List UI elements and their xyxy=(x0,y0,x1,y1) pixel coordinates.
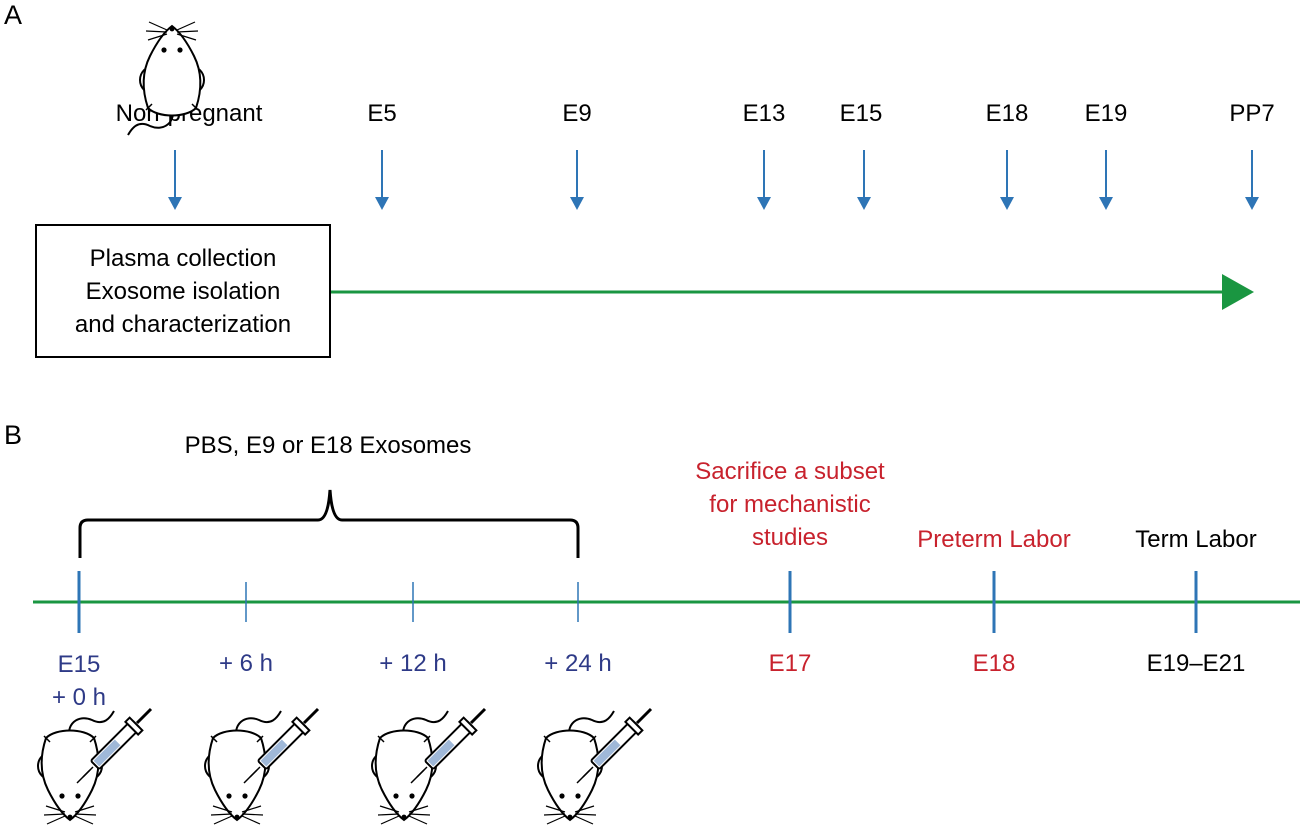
arrow-down-icon xyxy=(757,150,771,210)
tick-label-term: E19–E21 xyxy=(1146,650,1246,677)
processing-box: Plasma collection Exosome isolation and … xyxy=(35,224,331,358)
event-preterm-labor: Preterm Labor xyxy=(917,526,1071,553)
arrow-down-icon xyxy=(1245,150,1259,210)
event-sacrifice-line-1: Sacrifice a subset xyxy=(695,458,885,485)
arrow-down-icon xyxy=(1099,150,1113,210)
box-line-3: and characterization xyxy=(74,310,292,338)
timepoint-label-e9: E9 xyxy=(562,100,592,127)
mouse-icon xyxy=(37,710,115,825)
timepoint-label-e18: E18 xyxy=(985,100,1029,127)
arrow-down-icon xyxy=(168,150,182,210)
event-sacrifice-line-2: for mechanistic xyxy=(709,491,871,518)
brace-label: PBS, E9 or E18 Exosomes xyxy=(184,432,472,459)
event-sacrifice-line-3: studies xyxy=(751,524,829,551)
timeline-ticks xyxy=(77,571,1198,633)
tick-label-e18: E18 xyxy=(972,650,1016,677)
timepoint-label-e5: E5 xyxy=(367,100,397,127)
timepoint-label-pp7: PP7 xyxy=(1229,100,1275,127)
arrow-down-icon xyxy=(375,150,389,210)
timepoint-arrows xyxy=(168,150,1259,210)
mouse-icon xyxy=(537,710,615,825)
arrow-down-icon xyxy=(570,150,584,210)
panel-a-label: A xyxy=(4,0,23,30)
mouse-icon xyxy=(371,710,449,825)
tick-label-e15: E15 + 0 h xyxy=(52,648,106,714)
mouse-icon xyxy=(204,710,282,825)
mouse-icon xyxy=(127,21,205,136)
timepoint-label-e13: E13 xyxy=(742,100,786,127)
timepoint-label-e15: E15 xyxy=(839,100,883,127)
event-term-labor: Term Labor xyxy=(1135,526,1257,553)
tick-label-12h: + 12 h xyxy=(379,650,447,677)
arrow-down-icon xyxy=(1000,150,1014,210)
injection-bracket xyxy=(78,489,580,558)
panel-b-label: B xyxy=(4,420,23,450)
arrow-down-icon xyxy=(857,150,871,210)
box-line-1: Plasma collection xyxy=(89,244,277,272)
tick-label-e15-line-1: E15 xyxy=(57,651,101,678)
tick-label-6h: + 6 h xyxy=(218,650,274,677)
tick-label-e15-line-2: + 0 h xyxy=(51,684,107,711)
pregnancy-timeline-arrow xyxy=(331,274,1254,310)
timepoint-label-e19: E19 xyxy=(1084,100,1128,127)
box-line-2: Exosome isolation xyxy=(85,277,281,305)
event-sacrifice: Sacrifice a subset for mechanistic studi… xyxy=(695,455,884,554)
tick-label-e17: E17 xyxy=(768,650,812,677)
tick-label-24h: + 24 h xyxy=(544,650,612,677)
